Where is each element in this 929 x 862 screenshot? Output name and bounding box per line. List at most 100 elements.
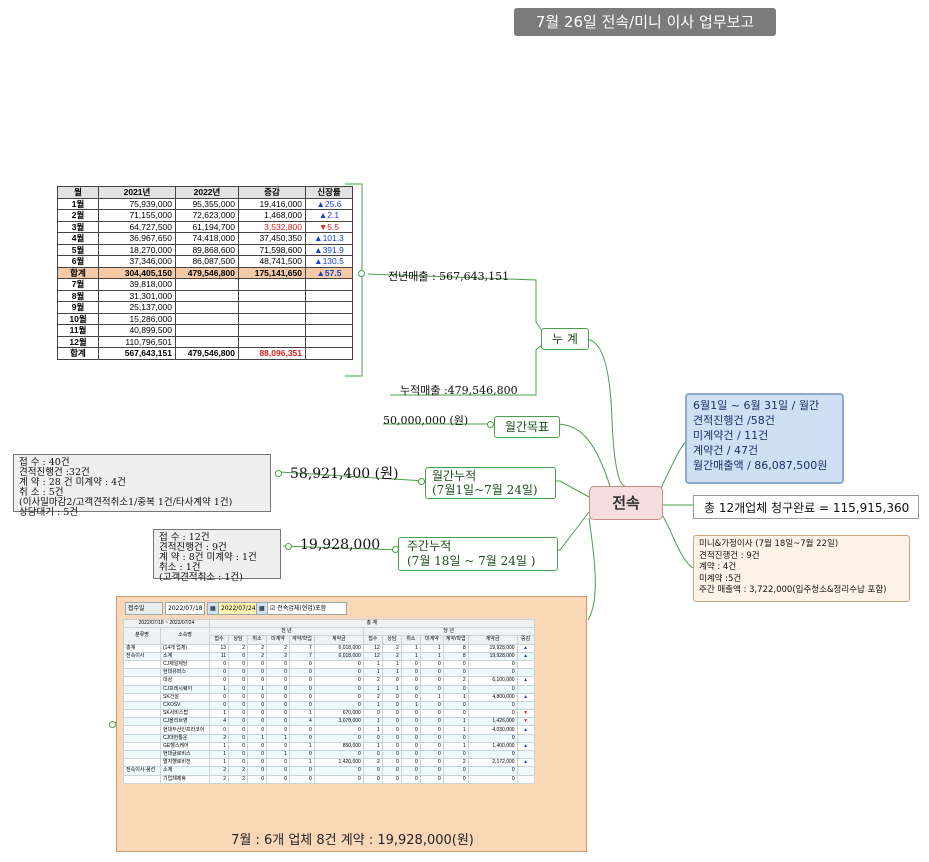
table-cell [123, 709, 161, 719]
panel-caption: 7월 : 6개 업체 8건 계약 : 19,928,000(원) [231, 833, 474, 848]
table-cell: 0 [400, 659, 421, 670]
table-cell [123, 700, 161, 711]
table-cell: 0 [313, 676, 364, 686]
table-cell: 1 [266, 749, 290, 760]
cell-month: 2월 [57, 209, 99, 222]
cell-y2022: 74,418,000 [175, 232, 239, 245]
node-dot [418, 478, 425, 485]
col-company: 소속명 [160, 627, 210, 645]
table-cell: 0 [228, 749, 248, 760]
table-cell: 0 [381, 725, 402, 735]
cell-rate: ▲130.5 [305, 255, 353, 268]
billing-complete-node[interactable]: 총 12개업체 청구완료 = 115,915,360 [693, 495, 919, 519]
table-cell: 0 [419, 733, 444, 743]
table-cell: CJ프레시웨이 [160, 684, 210, 694]
cell-month: 10월 [57, 312, 99, 325]
cell-month: 6월 [57, 255, 99, 268]
table-cell: 0 [467, 749, 518, 760]
table-cell: 19,928,000 [467, 643, 518, 653]
cell-rate: ▲101.3 [305, 232, 353, 245]
table-cell: (14개 업체) [160, 643, 210, 653]
table-cell: 1 [442, 692, 469, 702]
col-header: 상담 [228, 635, 248, 645]
cell-y2022 [175, 312, 239, 325]
cell-diff: 175,141,650 [238, 266, 306, 279]
include-checkbox[interactable]: ☑ 전속업체(현업)포함 [267, 602, 347, 615]
prev-sales-link [367, 273, 546, 336]
table-cell: 13 [209, 643, 229, 653]
cell-rate: ▲57.5 [305, 266, 353, 279]
table-cell: 19,928,000 [467, 651, 518, 661]
field-select[interactable]: 접수일 [125, 602, 163, 615]
table-cell: 0 [247, 758, 267, 768]
monthly-target-node[interactable]: 월간목표 [494, 416, 560, 438]
table-cell: 기업체제휴 [160, 774, 210, 784]
cell-y2021: 64,727,500 [98, 220, 176, 233]
box-line: (이사일마감2/고객견적취소1/중복 1건/타사계약 1건) [19, 497, 233, 508]
table-cell: 0 [247, 700, 267, 711]
weekly-cum-title: 주간누적 [407, 539, 452, 553]
table-bracket [345, 183, 363, 377]
table-cell: 0 [289, 733, 315, 743]
table-cell [123, 692, 161, 702]
table-cell [123, 741, 161, 752]
table-cell: 11 [209, 651, 229, 661]
table-cell: 670,000 [313, 709, 364, 719]
box-line: 계 약 : 8건 미계약 : 1건 [159, 552, 257, 563]
table-cell: 1 [362, 700, 383, 711]
table-cell: 1 [209, 758, 229, 768]
weekly-cum-amount: 19,928,000 [300, 537, 381, 553]
table-cell: 1 [289, 758, 315, 768]
box-line: 월간매출액 / 86,087,500원 [693, 459, 828, 472]
table-cell: 0 [228, 676, 248, 686]
table-cell [123, 749, 161, 760]
node-dot [109, 721, 116, 728]
cumulative-node[interactable]: 누 계 [541, 328, 589, 350]
table-cell: 1 [209, 741, 229, 752]
table-cell: GE헬스케어 [160, 741, 210, 752]
table-cell: 0 [289, 766, 315, 776]
monthly-cum-node[interactable]: 월간누적 (7월1일~7월 24일) [425, 467, 556, 499]
date-to-input[interactable]: 2022/07/24 [218, 602, 258, 615]
table-cell: 0 [228, 717, 248, 727]
table-cell: 0 [467, 766, 518, 776]
node-dot [285, 543, 292, 550]
cell-rate [305, 278, 353, 291]
col-2021: 2021년 [98, 186, 176, 199]
cell-y2021: 36,967,650 [98, 232, 176, 245]
table-cell: 대상 [160, 676, 210, 686]
table-cell: 1 [362, 741, 383, 752]
table-cell: 0 [289, 668, 315, 678]
table-cell: 0 [289, 749, 315, 760]
date-from-input[interactable]: 2022/07/18 [165, 602, 205, 615]
cell-rate [305, 324, 353, 337]
table-cell: 0 [362, 766, 383, 776]
cell-y2021: 567,643,151 [98, 347, 176, 360]
table-cell: 0 [266, 709, 290, 719]
table-cell: 2 [209, 733, 229, 743]
table-cell: 2 [247, 651, 267, 661]
table-cell [123, 668, 161, 678]
table-cell: 8 [442, 651, 469, 661]
table-cell: 0 [247, 692, 267, 702]
box-line: 계약 : 4건 [699, 562, 737, 572]
cell-rate [305, 301, 353, 314]
center-node-exclusive[interactable]: 전속 [589, 486, 663, 520]
cell-diff [238, 289, 306, 302]
table-cell: 1 [289, 709, 315, 719]
table-cell: 7 [289, 643, 315, 653]
table-cell: 0 [442, 709, 469, 719]
table-cell: 0 [400, 766, 421, 776]
weekly-cum-node[interactable]: 주간누적 (7월 18일 ~ 7월 24일 ) [398, 537, 558, 571]
table-cell [123, 758, 161, 768]
table-cell: 0 [400, 774, 421, 784]
table-cell: 0 [442, 774, 469, 784]
period-header: 2022/07/18 ~ 2022/07/24 [123, 618, 210, 629]
table-cell: 0 [400, 709, 421, 719]
col-header: 증감 [516, 635, 535, 645]
table-cell: 0 [228, 700, 248, 711]
table-cell: 2 [209, 766, 229, 776]
